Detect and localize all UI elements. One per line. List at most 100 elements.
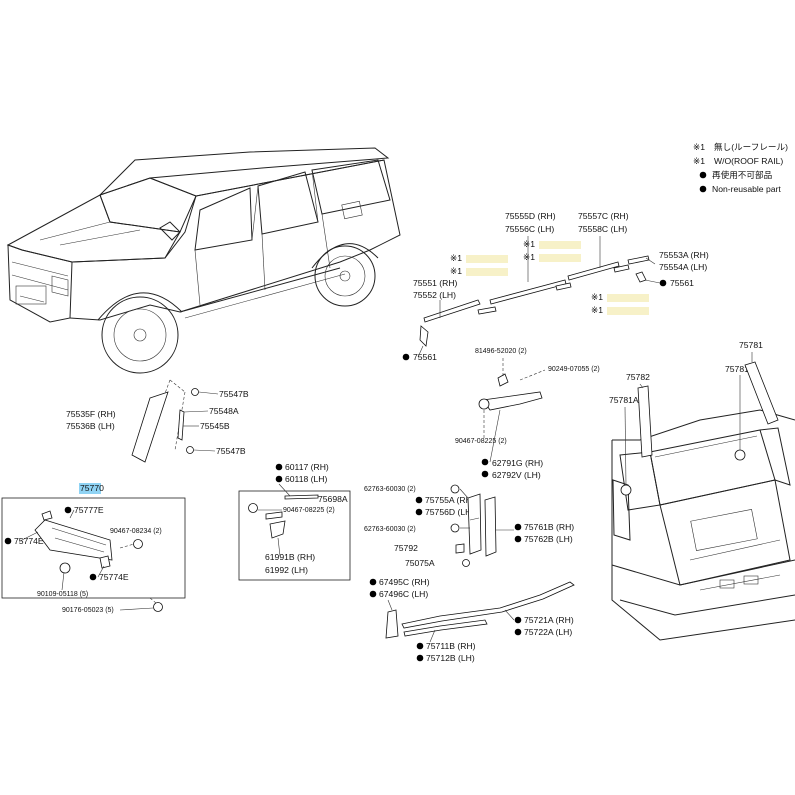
label-75552: 75552 (LH) (413, 290, 456, 300)
legend: ※1 無し(ルーフレール) ※1 W/O(ROOF RAIL) 再使用不可部品 … (693, 141, 788, 194)
label-81496: 81496-52020 (2) (475, 348, 527, 355)
label-90249: 90249-07055 (2) (548, 366, 600, 373)
faded-label (539, 254, 581, 262)
vehicle-front-view (6, 147, 401, 374)
label-75554a: 75554A (LH) (659, 262, 707, 272)
label-75561-left: 75561 (413, 352, 437, 362)
label-75555d: 75555D (RH) (505, 211, 556, 221)
vehicle-rear-view: 75781 75781A 75782 75781A (609, 340, 795, 641)
label-75781a-left: 75781A (609, 395, 639, 405)
label-75711b: 75711B (RH) (426, 641, 476, 651)
note-mark-a2: ※1 (450, 266, 462, 276)
note-mark-b1: ※1 (523, 239, 535, 249)
non-reusable-dot-icon (64, 506, 72, 514)
non-reusable-dot-icon (275, 463, 283, 471)
non-reusable-dot-icon (481, 458, 489, 466)
clip-part (153, 602, 163, 612)
label-75556c: 75556C (LH) (505, 224, 554, 234)
faded-label (607, 307, 649, 315)
label-75535f: 75535F (RH) (66, 409, 116, 419)
non-reusable-dot-icon (4, 537, 12, 545)
faded-label (466, 268, 508, 276)
label-60118: 60118 (LH) (285, 474, 327, 484)
label-75761b: 75761B (RH) (524, 522, 574, 532)
label-75558c: 75558C (LH) (578, 224, 627, 234)
legend-note1-text: 無し(ルーフレール) (714, 141, 788, 152)
label-75075a: 75075A (405, 558, 435, 568)
non-reusable-dot-icon (416, 642, 424, 650)
non-reusable-dot-icon (514, 523, 522, 531)
note-mark-b2: ※1 (523, 252, 535, 262)
label-75781a-right: 75781A (725, 364, 755, 374)
label-67495c: 67495C (RH) (379, 577, 430, 587)
label-62763-a: 62763-60030 (2) (364, 486, 416, 493)
quarter-box-60117: 60117 (RH) 60118 (LH) 75698A 90467-08225… (238, 462, 351, 581)
label-61991b: 61991B (RH) (265, 552, 315, 562)
non-reusable-dot-icon (402, 353, 410, 361)
label-75712b: 75712B (LH) (426, 653, 475, 663)
clip-part (450, 523, 460, 533)
legend-note2-mark: ※1 (693, 156, 705, 166)
non-reusable-dot-icon (369, 590, 377, 598)
non-reusable-dot-icon (699, 171, 707, 179)
label-75774e-left: 75774E (14, 536, 44, 546)
door-molding-group: 62763-60030 (2) 75755A (RH) 75756D (LH) … (364, 484, 575, 663)
clip-part (455, 543, 465, 554)
center-trim-group: 81496-52020 (2) 90249-07055 (2) 90467-08… (455, 348, 600, 480)
non-reusable-dot-icon (416, 654, 424, 662)
label-75547b-top: 75547B (219, 389, 249, 399)
non-reusable-dot-icon (89, 573, 97, 581)
label-75551: 75551 (RH) (413, 278, 458, 288)
label-90467-08234: 90467-08234 (2) (110, 528, 162, 535)
faded-label (539, 241, 581, 249)
non-reusable-dot-icon (659, 279, 667, 287)
non-reusable-dot-icon (415, 508, 423, 516)
highlight-box (79, 483, 101, 494)
label-75781: 75781 (739, 340, 763, 350)
label-60117: 60117 (RH) (285, 462, 329, 472)
label-75557c: 75557C (RH) (578, 211, 629, 221)
pillar-garnish-group: 75547B 75548A 75545B 75547B 75535F (RH) … (66, 379, 249, 463)
non-reusable-dot-icon (699, 185, 707, 193)
non-reusable-dot-icon (415, 496, 423, 504)
clip-part (462, 559, 470, 567)
note-mark-c2: ※1 (591, 305, 603, 315)
label-75547b-bottom: 75547B (216, 446, 246, 456)
legend-note2-text: W/O(ROOF RAIL) (714, 156, 783, 166)
label-75755a: 75755A (RH) (425, 495, 475, 505)
label-62791g: 62791G (RH) (492, 458, 543, 468)
emblem-box-75770: 75770 75777E 75774E 75774E 90467-08234 (… (1, 483, 186, 599)
non-reusable-dot-icon (514, 628, 522, 636)
label-67496c: 67496C (LH) (379, 589, 428, 599)
label-75722a: 75722A (LH) (524, 627, 572, 637)
label-75721a: 75721A (RH) (524, 615, 574, 625)
label-75756d: 75756D (LH) (425, 507, 474, 517)
label-75777e: 75777E (74, 505, 104, 515)
note-mark-c1: ※1 (591, 292, 603, 302)
label-62763-b: 62763-60030 (2) (364, 526, 416, 533)
faded-label (607, 294, 649, 302)
label-61992: 61992 (LH) (265, 565, 308, 575)
label-75561-right: 75561 (670, 278, 694, 288)
label-75782: 75782 (626, 372, 650, 382)
non-reusable-dot-icon (514, 535, 522, 543)
label-75770: 75770 (80, 483, 104, 493)
non-reusable-dot-icon (369, 578, 377, 586)
label-75698a: 75698A (318, 494, 348, 504)
label-62792v: 62792V (LH) (492, 470, 541, 480)
label-75545b: 75545B (200, 421, 230, 431)
legend-note4-text: Non-reusable part (712, 184, 781, 194)
non-reusable-dot-icon (514, 616, 522, 624)
label-90467-08225-a: 90467-08225 (2) (455, 438, 507, 445)
legend-note3-text: 再使用不可部品 (712, 169, 772, 180)
clip-part (450, 484, 460, 494)
label-75536b: 75536B (LH) (66, 421, 115, 431)
non-reusable-dot-icon (275, 475, 283, 483)
label-75548a: 75548A (209, 406, 239, 416)
label-90467-08225-c: 90467-08225 (2) (283, 507, 335, 514)
label-90176: 90176-05023 (5) (62, 607, 114, 614)
faded-label (466, 255, 508, 263)
label-75553a: 75553A (RH) (659, 250, 709, 260)
note-mark-a1: ※1 (450, 253, 462, 263)
